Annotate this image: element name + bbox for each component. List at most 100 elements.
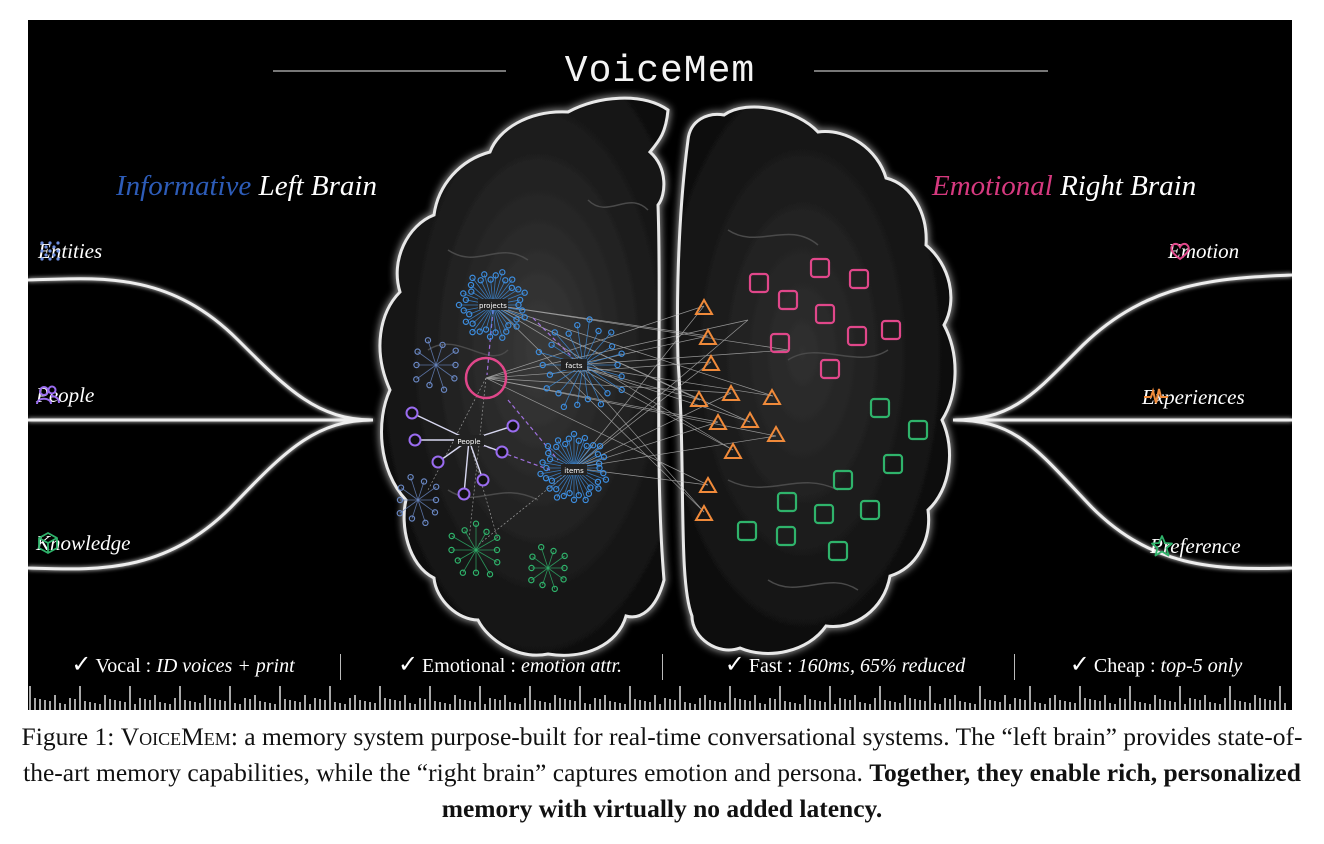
cross-edge <box>485 377 709 486</box>
cluster-node <box>575 492 582 499</box>
gyrus-1 <box>447 249 529 261</box>
cluster-node <box>589 442 597 449</box>
cluster-node <box>460 307 467 314</box>
cluster-node <box>521 314 528 321</box>
cluster-node <box>469 320 476 327</box>
cluster-node <box>560 492 568 500</box>
facts-label-bg <box>561 359 587 370</box>
cluster-node <box>553 443 560 451</box>
cluster-node <box>468 288 475 295</box>
cluster-node <box>413 361 420 369</box>
cluster-node <box>550 547 557 555</box>
experience-triangle <box>694 503 714 521</box>
cluster-node <box>584 395 592 403</box>
cluster-node <box>594 478 602 486</box>
internal-edge <box>468 439 499 541</box>
feature-value: top-5 only <box>1160 655 1243 677</box>
cross-edge <box>485 305 705 379</box>
cross-edge <box>573 364 705 513</box>
cluster-spoke <box>532 556 549 569</box>
cluster-node <box>432 496 440 504</box>
cluster-node <box>483 528 490 536</box>
cluster-spoke <box>573 437 586 469</box>
preference-square <box>813 503 835 525</box>
brain-diagram: projects facts People items <box>28 70 1292 710</box>
cluster-spoke <box>417 351 437 366</box>
cluster-node <box>594 450 602 458</box>
cluster-spoke <box>582 364 608 394</box>
feature-divider <box>340 654 341 680</box>
small-cluster-b <box>396 473 440 527</box>
cluster-node <box>561 564 568 572</box>
cluster-node <box>516 296 524 304</box>
cluster-spoke <box>429 364 437 386</box>
cluster-node <box>482 326 490 333</box>
cluster-node <box>448 532 455 540</box>
cluster-node <box>539 459 546 466</box>
gyrus-3 <box>447 489 539 501</box>
experience-triangle <box>694 297 714 315</box>
cluster-node <box>574 321 581 329</box>
right-hemisphere <box>676 105 957 655</box>
cluster-node <box>548 341 555 348</box>
cluster-node <box>614 361 621 369</box>
cluster-node <box>575 437 582 444</box>
node-label-people: People <box>457 438 480 446</box>
preference-square <box>832 469 854 491</box>
figure-panel: projects facts People items VoiceMem Inf… <box>28 20 1292 710</box>
cross-edge <box>573 305 705 469</box>
gyrus-8 <box>767 579 859 591</box>
cluster-spoke <box>435 344 443 366</box>
cluster-node <box>477 277 484 284</box>
preference-square <box>776 491 798 513</box>
left-flow-bottom <box>28 418 374 571</box>
cluster-node <box>461 527 468 534</box>
preference-square <box>775 525 797 547</box>
cluster-node <box>560 403 568 411</box>
cluster-node <box>597 401 605 408</box>
cluster-spoke <box>410 477 419 501</box>
preference-square <box>859 499 881 521</box>
emotion-square <box>814 303 836 325</box>
cluster-node <box>396 496 404 504</box>
check-icon: ✓ <box>724 652 745 678</box>
node-label-projects: projects <box>479 302 507 310</box>
cluster-node <box>476 328 483 335</box>
cluster-spoke <box>451 535 477 551</box>
cluster-node <box>486 333 494 340</box>
cross-edge <box>573 349 789 366</box>
emotion-square <box>880 319 902 341</box>
people-spoke <box>463 439 470 495</box>
cross-edge <box>573 364 701 401</box>
cluster-spoke <box>400 487 419 501</box>
cross-edge <box>573 361 712 469</box>
feature-divider <box>662 654 663 680</box>
cluster-node <box>582 496 589 504</box>
cluster-node <box>505 322 512 329</box>
right-brain-accent: Emotional <box>932 170 1053 202</box>
feature-name: Emotional <box>422 655 506 677</box>
cluster-node <box>587 484 594 491</box>
internal-edge <box>468 377 487 541</box>
left-flow-top <box>28 277 374 422</box>
feature-name: Fast <box>748 655 783 677</box>
cluster-node <box>565 435 573 442</box>
cluster-node <box>494 534 501 541</box>
feature-cheap: ✓Cheap : top-5 only <box>1069 652 1243 678</box>
cluster-node <box>509 276 516 283</box>
cross-edge <box>573 335 709 366</box>
feature-value: 160ms, 65% reduced <box>797 655 966 677</box>
knowledge-cluster-b <box>528 543 568 593</box>
feature-name: Cheap <box>1093 655 1145 677</box>
cluster-node <box>502 277 509 284</box>
cluster-node <box>553 494 561 501</box>
cluster-spoke <box>417 486 437 501</box>
cluster-node <box>546 456 554 463</box>
dashed-edge-2 <box>532 317 574 359</box>
feature-emotional: ✓Emotional : emotion attr. <box>397 652 623 678</box>
feature-row: ✓Vocal : ID voices + print ✓Emotional : … <box>28 650 1292 684</box>
cluster-node <box>551 585 558 593</box>
cluster-spoke <box>576 325 584 366</box>
experience-triangle <box>762 387 782 405</box>
caption-prefix: Figure 1: <box>21 722 121 751</box>
